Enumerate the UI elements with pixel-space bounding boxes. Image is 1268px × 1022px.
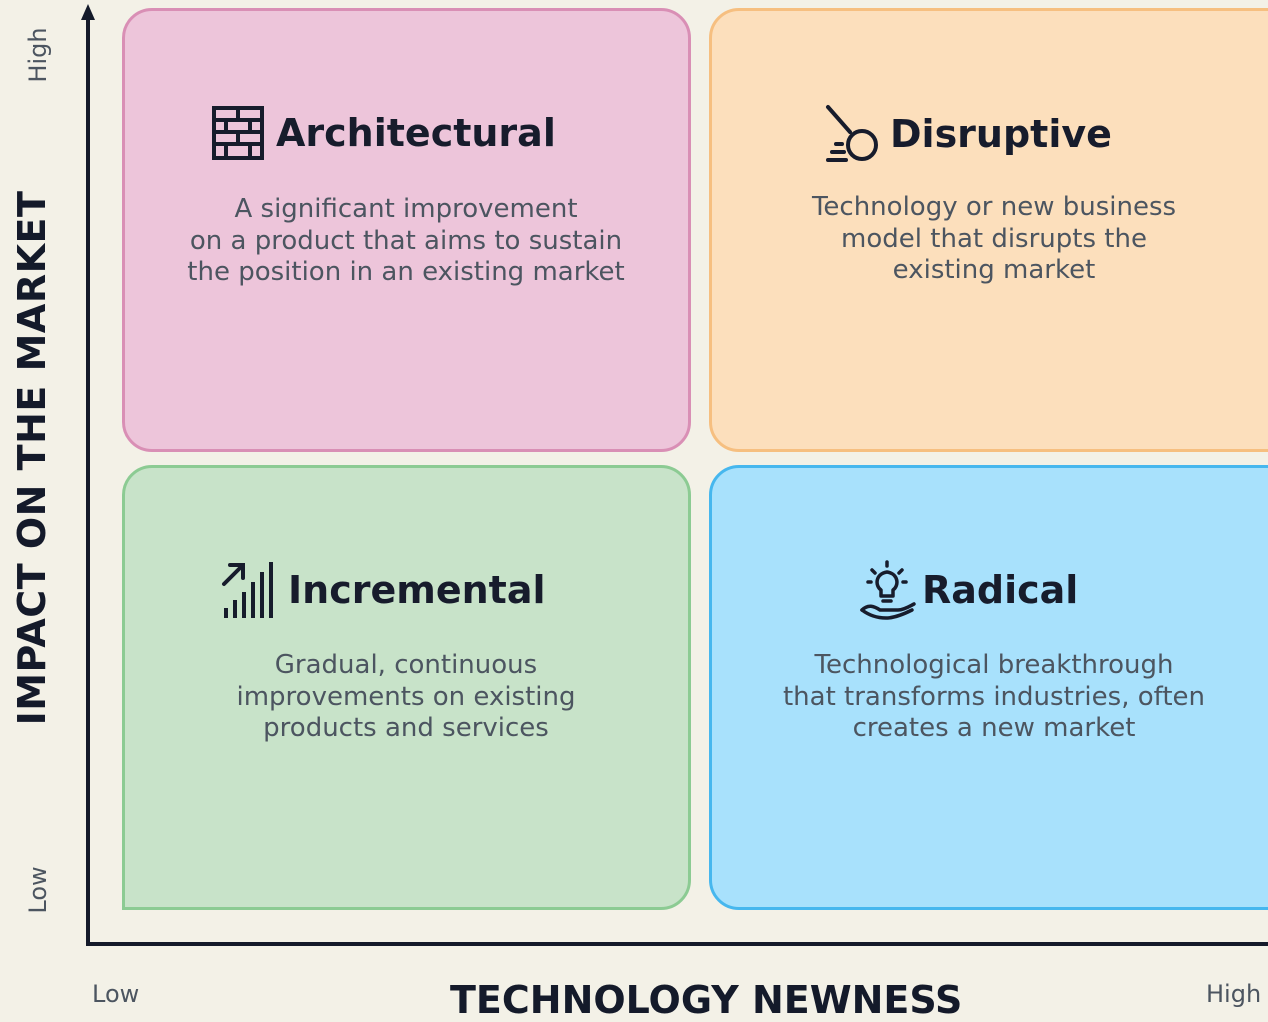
x-axis-line — [86, 942, 1268, 946]
description-line: the position in an existing market — [187, 257, 625, 287]
y-axis-high-label: High — [24, 27, 52, 83]
brick-wall-icon — [212, 106, 264, 160]
description-line: Gradual, continuous — [274, 650, 538, 680]
description-line: creates a new market — [852, 713, 1136, 743]
radical-description: Technological breakthrough that transfor… — [783, 650, 1205, 745]
y-axis-title: IMPACT ON THE MARKET — [10, 190, 54, 726]
description-line: that transforms industries, often — [782, 681, 1206, 712]
description-line: Technology or new business — [811, 192, 1177, 222]
architectural-title: Architectural — [276, 111, 556, 155]
y-axis-line — [86, 14, 90, 946]
description-line: Technological breakthrough — [814, 650, 1174, 680]
architectural-heading: Architectural — [210, 104, 556, 162]
description-line: on a product that aims to sustain — [189, 225, 623, 256]
incremental-heading: Incremental — [220, 560, 545, 620]
incremental-quadrant — [122, 465, 691, 910]
disruptive-heading: Disruptive — [824, 104, 1112, 164]
incremental-title: Incremental — [288, 568, 546, 612]
x-axis-title: TECHNOLOGY NEWNESS — [450, 978, 963, 1022]
disruptive-description: Technology or new business model that di… — [812, 192, 1176, 287]
disruptive-quadrant — [709, 8, 1268, 452]
incremental-description: Gradual, continuous improvements on exis… — [236, 650, 575, 745]
y-axis-arrowhead — [81, 4, 95, 20]
radical-heading: Radical — [858, 560, 1078, 620]
disruptive-title: Disruptive — [890, 112, 1112, 156]
description-line: model that disrupts the — [841, 223, 1147, 254]
x-axis-high-label: High — [1206, 980, 1262, 1008]
signal-bars-arrow-icon — [222, 562, 273, 618]
x-axis-low-label: Low — [92, 980, 140, 1008]
description-line: improvements on existing — [236, 681, 576, 712]
wrecking-ball-icon — [826, 105, 878, 162]
architectural-description: A significant improvement on a product t… — [187, 194, 624, 289]
y-axis-low-label: Low — [24, 866, 52, 914]
lightbulb-hand-icon — [860, 560, 916, 620]
description-line: existing market — [892, 255, 1096, 285]
architectural-quadrant — [122, 8, 691, 452]
radical-title: Radical — [922, 568, 1079, 612]
description-line: products and services — [263, 713, 549, 743]
description-line: A significant improvement — [234, 194, 578, 224]
radical-quadrant — [709, 465, 1268, 910]
